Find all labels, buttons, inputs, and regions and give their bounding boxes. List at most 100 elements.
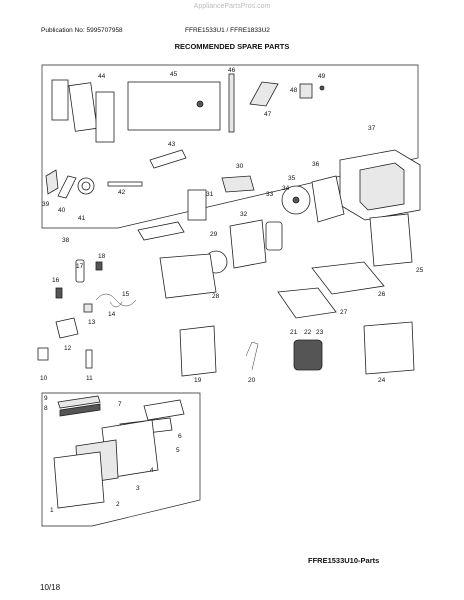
callout-12: 12 (64, 345, 72, 352)
callout-13: 13 (88, 319, 96, 326)
callout-16: 16 (52, 277, 60, 284)
figure-id: FFRE1533U10-Parts (308, 556, 380, 565)
callout-2: 2 (116, 501, 120, 508)
part-45-hardware-card (127, 81, 221, 131)
part-43-support-bracket (149, 149, 187, 169)
part-9-trim (57, 395, 101, 409)
part-47-foam-pad (249, 81, 279, 107)
part-44-side-curtain (51, 79, 69, 121)
part-48-screw-pack (299, 83, 313, 99)
callout-27: 27 (340, 309, 348, 316)
part-30-upper-bracket (221, 175, 255, 193)
front-panel-box (41, 392, 201, 527)
callout-47: 47 (264, 111, 272, 118)
part-39-bracket (45, 169, 59, 195)
part-30-lower-bracket (137, 221, 185, 241)
page-number: 10/18 (40, 583, 61, 592)
part-24-condenser-coil (363, 321, 415, 375)
callout-18: 18 (98, 253, 106, 260)
callout-31: 31 (206, 191, 214, 198)
part-49-fastener (319, 85, 325, 91)
part-2-front-panel (53, 451, 105, 509)
callout-28: 28 (212, 293, 220, 300)
callout-6: 6 (178, 433, 182, 440)
callout-10: 10 (40, 375, 48, 382)
callout-36: 36 (312, 161, 320, 168)
part-11-probe (85, 349, 93, 369)
part-8-knob-panel (59, 403, 101, 417)
callout-30: 30 (236, 163, 244, 170)
callout-17: 17 (76, 263, 84, 270)
callout-49: 49 (318, 73, 326, 80)
part-33-motor (265, 221, 283, 251)
callout-34: 34 (282, 185, 290, 192)
accessory-kit-box (41, 64, 419, 229)
part-17-capacitor (75, 259, 85, 283)
callout-43: 43 (168, 141, 176, 148)
part-45-screw (196, 100, 204, 108)
front-panel-group (53, 395, 185, 509)
callout-3: 3 (136, 485, 140, 492)
callout-39: 39 (42, 201, 50, 208)
callout-1: 1 (50, 507, 54, 514)
part-32-blower-housing (229, 219, 267, 269)
model-numbers: FFRE1533U1 / FFRE1833U2 (185, 27, 270, 34)
callout-24: 24 (378, 377, 386, 384)
installation-kit-group (45, 73, 325, 199)
part-40-bracket (57, 175, 77, 199)
callout-46: 46 (228, 67, 236, 74)
part-37-cabinet-opening (359, 162, 405, 211)
callout-22: 22 (304, 329, 312, 336)
part-35-hub (292, 196, 300, 204)
part-12-control (55, 317, 79, 339)
callout-25: 25 (416, 267, 424, 274)
callout-8: 8 (44, 405, 48, 412)
callout-37: 37 (368, 125, 376, 132)
part-28-scroll (159, 253, 217, 299)
callout-19: 19 (194, 377, 202, 384)
part-21-23-compressor (293, 339, 323, 371)
callout-26: 26 (378, 291, 386, 298)
part-41-core (81, 181, 91, 191)
callout-23: 23 (316, 329, 324, 336)
callout-42: 42 (118, 189, 126, 196)
callout-29: 29 (210, 231, 218, 238)
callout-11: 11 (86, 375, 93, 382)
part-26-base-pan (311, 261, 385, 295)
part-15-wire (95, 293, 137, 307)
part-7-louver (143, 399, 185, 421)
part-44c-curtain-frame (95, 91, 115, 143)
page-title: RECOMMENDED SPARE PARTS (174, 42, 290, 51)
callout-35: 35 (288, 175, 296, 182)
part-31-control-bracket (187, 189, 207, 221)
callout-40: 40 (58, 207, 66, 214)
part-44b-curtain-frame (68, 82, 98, 132)
watermark: AppliancePartsPros.com (193, 3, 271, 10)
publication-number: Publication No: 5995707958 (41, 27, 123, 34)
callout-7: 7 (118, 401, 122, 408)
callout-45: 45 (170, 71, 178, 78)
part-25-partition (369, 213, 413, 267)
callout-33: 33 (266, 191, 274, 198)
callout-4: 4 (150, 467, 154, 474)
part-16-switch (55, 287, 63, 299)
callout-38: 38 (62, 237, 70, 244)
chassis-parts-group (137, 149, 421, 319)
part-19-evaporator-coil (179, 325, 217, 377)
part-10-sensor (37, 347, 49, 361)
callout-44: 44 (98, 73, 106, 80)
part-36-shroud (311, 175, 345, 223)
callout-14: 14 (108, 311, 116, 318)
part-46-seal-strip (228, 73, 235, 133)
callout-5: 5 (176, 447, 180, 454)
part-20-capillary (245, 341, 259, 371)
electrical-parts-group (37, 259, 415, 377)
part-18-thermistor (95, 261, 103, 271)
part-13-terminal (83, 303, 93, 313)
callout-48: 48 (290, 87, 298, 94)
callout-32: 32 (240, 211, 248, 218)
part-14-wire (109, 301, 123, 308)
callout-9: 9 (44, 395, 48, 402)
callout-15: 15 (122, 291, 130, 298)
